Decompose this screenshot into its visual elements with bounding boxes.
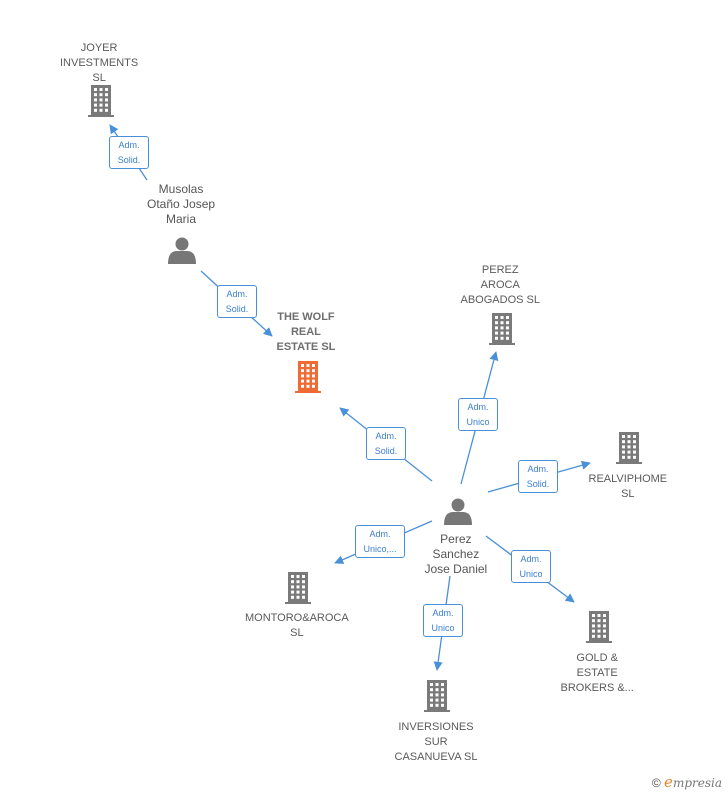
- node-label-line: SUR: [424, 736, 448, 748]
- edge-label-line: Solid.: [374, 446, 398, 456]
- node-label-montoro[interactable]: MONTORO&AROCA SL: [245, 611, 349, 641]
- node-label-line: ABOGADOS SL: [460, 294, 540, 306]
- node-label-realviphome[interactable]: REALVIPHOME SL: [589, 472, 668, 502]
- edge-label-line: Adm.: [467, 402, 489, 412]
- edge-label-line: Solid.: [526, 479, 550, 489]
- copyright-icon: ©: [651, 776, 661, 790]
- edge-label-line: Unico: [466, 417, 490, 427]
- node-label-line: CASANUEVA SL: [394, 751, 478, 763]
- building-icon-perez_aroca[interactable]: [489, 313, 515, 345]
- building-icon-realviphome[interactable]: [616, 432, 642, 464]
- node-label-line: Jose Daniel: [424, 562, 488, 576]
- edge-label-realviphome[interactable]: Adm. Solid.: [518, 460, 558, 493]
- node-label-line: GOLD &: [576, 652, 618, 664]
- building-icon-gold[interactable]: [586, 611, 612, 643]
- node-label-line: INVESTMENTS: [60, 57, 139, 69]
- edge-label-wolf[interactable]: Adm. Solid.: [366, 427, 406, 460]
- node-label-line: PEREZ: [481, 264, 519, 276]
- edge-label-line: Adm.: [226, 289, 248, 299]
- node-label-joyer[interactable]: JOYER INVESTMENTS SL: [60, 41, 138, 86]
- node-label-line: Sanchez: [432, 547, 480, 561]
- building-icon-wolf[interactable]: [295, 361, 321, 393]
- edge-label-montoro[interactable]: Adm. Unico,...: [355, 525, 405, 558]
- node-label-line: SL: [290, 627, 304, 639]
- node-label-line: Maria: [166, 212, 197, 226]
- building-icon-joyer[interactable]: [88, 85, 114, 117]
- edge-label-perez_aroca[interactable]: Adm. Unico: [458, 398, 498, 431]
- person-icon-musolas[interactable]: [168, 237, 196, 265]
- node-label-perez_aroca[interactable]: PEREZ AROCA ABOGADOS SL: [461, 263, 540, 308]
- edge-label-line: Solid.: [225, 304, 249, 314]
- edge-label-line: Adm.: [375, 431, 397, 441]
- edge-label-line: Unico: [431, 623, 455, 633]
- edge-label-wolf[interactable]: Adm. Solid.: [217, 285, 257, 318]
- edge-label-line: Unico: [519, 569, 543, 579]
- brand-initial: e: [664, 773, 673, 791]
- edge-label-joyer[interactable]: Adm. Solid.: [109, 136, 149, 169]
- node-label-line: MONTORO&AROCA: [245, 612, 349, 624]
- node-label-line: BROKERS &...: [560, 682, 634, 694]
- edge-label-line: Adm.: [118, 140, 140, 150]
- node-label-line: SL: [621, 488, 635, 500]
- node-label-line: THE WOLF: [277, 311, 335, 323]
- node-label-line: REAL: [290, 326, 321, 338]
- edge-label-line: Unico,...: [363, 544, 397, 554]
- edge-label-line: Adm.: [369, 529, 391, 539]
- node-label-line: Perez: [440, 532, 472, 546]
- edge-label-line: Adm.: [527, 464, 549, 474]
- building-icon-inversiones[interactable]: [424, 680, 450, 712]
- node-label-line: Musolas: [158, 182, 204, 196]
- edge-label-line: Solid.: [117, 155, 141, 165]
- building-icon-montoro[interactable]: [285, 572, 311, 604]
- empresia-brand: © empresia: [652, 773, 722, 791]
- brand-name: mpresia: [672, 776, 722, 790]
- edge-label-line: Adm.: [520, 554, 542, 564]
- node-label-line: AROCA: [480, 279, 520, 291]
- node-label-gold[interactable]: GOLD & ESTATE BROKERS &...: [561, 651, 634, 696]
- edge-label-inversiones[interactable]: Adm. Unico: [423, 604, 463, 637]
- edge-label-gold[interactable]: Adm. Unico: [511, 550, 551, 583]
- node-label-line: JOYER: [80, 42, 118, 54]
- node-label-line: REALVIPHOME: [588, 473, 668, 485]
- person-icon-perez_sanchez[interactable]: [444, 498, 472, 526]
- node-label-inversiones[interactable]: INVERSIONES SUR CASANUEVA SL: [395, 720, 478, 765]
- node-label-line: ESTATE SL: [276, 341, 336, 353]
- node-label-wolf[interactable]: THE WOLF REAL ESTATE SL: [277, 310, 336, 355]
- node-label-line: INVERSIONES: [398, 721, 474, 733]
- node-label-line: ESTATE: [576, 667, 618, 679]
- node-label-line: SL: [92, 72, 106, 84]
- edge-label-line: Adm.: [432, 608, 454, 618]
- node-label-line: Otaño Josep: [147, 197, 216, 211]
